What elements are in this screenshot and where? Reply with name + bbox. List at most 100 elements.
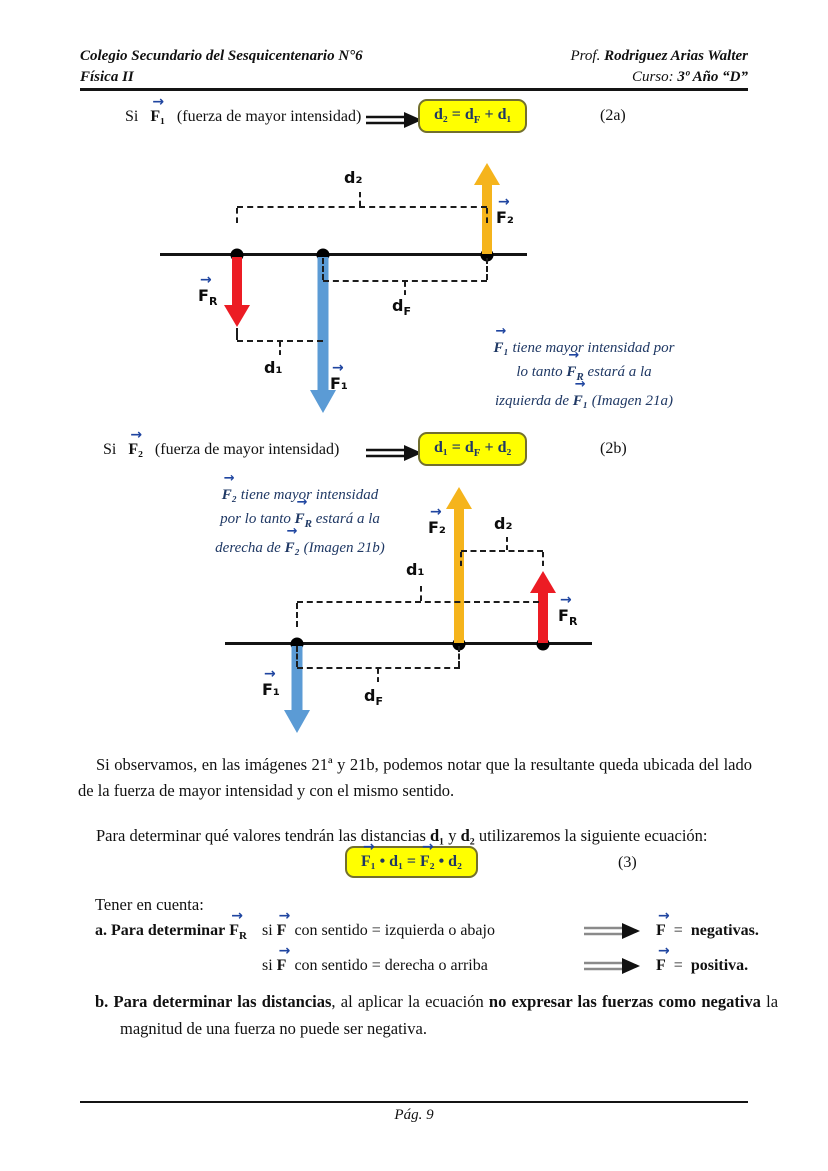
- eq2b-desc: (fuerza de mayor intensidad): [154, 441, 340, 458]
- diagram1-d2-center-tick: [359, 192, 361, 206]
- eq2b-formula-sub: F: [473, 447, 481, 460]
- note1-line2: lo tanto FR estará a la: [448, 349, 720, 389]
- diagram1-fr-label: FR: [198, 273, 217, 308]
- diagram2-d2-center-tick: [506, 537, 508, 550]
- eq2a-formula-part2: + d₁: [480, 106, 512, 123]
- f1-force-arrow-shaft: [291, 646, 303, 711]
- f1-force-arrow-head: [310, 390, 336, 413]
- f2-force-arrow-head: [474, 163, 500, 185]
- diagram2-d2-span-line: [461, 550, 543, 552]
- diagram1-df-span-line: [323, 280, 487, 282]
- eq2a-formula-box: d₂ = dF + d₁: [418, 99, 528, 134]
- diagram2-d2-left-tick: [460, 552, 462, 566]
- diagram2-f1-label: F₁: [262, 667, 280, 699]
- item-a-marker: a.: [95, 922, 107, 939]
- diagram1-d2-label: d₂: [344, 168, 363, 187]
- eq2a-formula-part1: d₂ = d: [434, 106, 474, 123]
- eq2b-vector-f2: F₂: [128, 428, 143, 459]
- d2-symbol: d₂: [460, 826, 475, 845]
- item-a-line2: si F con sentido = derecha o arribaF = p…: [95, 944, 748, 989]
- diagram1-d1-center-tick: [279, 342, 281, 355]
- eq3-vector-f1: F₁: [361, 840, 376, 871]
- diagram1-df-label: dF: [392, 296, 411, 319]
- item-a-condition1: con sentido = izquierda o abajo: [294, 922, 495, 939]
- eq2a-tag: (2a): [600, 107, 626, 124]
- fr-force-arrow-shaft: [538, 592, 548, 643]
- diagram1-d2-left-tick: [236, 208, 238, 223]
- diagram1-df-left-tick: [322, 258, 324, 280]
- diagram2-df-left-tick: [296, 646, 298, 667]
- eq2a-formula-sub: F: [473, 114, 481, 127]
- course-value: 3º Año “D”: [677, 69, 748, 85]
- diagram2-d1-left-tick: [296, 603, 298, 627]
- eq2a-si: Si: [125, 108, 139, 125]
- fr-force-arrow-shaft: [232, 257, 242, 306]
- eq2b-formula-part2: + d₂: [480, 439, 512, 456]
- diagram1-d1-span-line: [237, 340, 323, 342]
- item-a-condition2: con sentido = derecha o arriba: [294, 957, 488, 974]
- diagram1-d1-label: d₁: [264, 358, 283, 377]
- footer-rule: [80, 1101, 748, 1103]
- note1-line1: F₁ tiene mayor intensidad por: [448, 325, 720, 360]
- eq2a-desc: (fuerza de mayor intensidad): [176, 108, 362, 125]
- f1-force-arrow-shaft: [317, 257, 329, 391]
- diagram1-f2-label: F₂: [496, 195, 514, 227]
- diagram2-df-label: dF: [364, 686, 383, 709]
- diagram2-f2-label: F₂: [428, 505, 446, 537]
- note2-line3: derecha de F₂ (Imagen 21b): [150, 525, 450, 560]
- professor-line: Prof. Rodriguez Arias Walter: [570, 46, 748, 67]
- paragraph-distances: Para determinar qué valores tendrán las …: [96, 826, 708, 845]
- diagram2-d1-label: d₁: [406, 560, 425, 579]
- item-b-marker: b.: [95, 992, 109, 1011]
- diagram2-df-right-tick: [458, 646, 460, 667]
- eq2b-si: Si: [103, 441, 117, 458]
- implies-arrow-icon: [584, 958, 640, 975]
- item-b-bold1: Para determinar las distancias: [113, 992, 332, 1011]
- header-rule: [80, 88, 748, 91]
- diagram1-f1-label: F₁: [330, 361, 348, 393]
- diagram2-fr-label: FR: [558, 593, 577, 628]
- f1-force-arrow-head: [284, 710, 310, 733]
- fr-force-arrow-head: [530, 571, 556, 593]
- eq3-vector-f2: F₂: [420, 840, 435, 871]
- eq2b-formula-part1: d₁ = d: [434, 439, 474, 456]
- diagram1-d1-left-tick: [236, 328, 238, 340]
- diagram2-note: F₂ tiene mayor intensidad por lo tanto F…: [150, 472, 450, 560]
- header-left: Colegio Secundario del Sesquicentenario …: [80, 46, 363, 88]
- prof-name: Rodriguez Arias Walter: [604, 48, 748, 64]
- course-line: Curso: 3º Año “D”: [570, 67, 748, 88]
- diagram1-df-right-tick: [486, 258, 488, 280]
- diagram2-df-center-tick: [377, 669, 379, 682]
- diagram1-d2-right-tick: [486, 208, 488, 223]
- diagram2-axis: [225, 642, 592, 645]
- item-a-result1: negativas.: [690, 922, 759, 939]
- note1-line3: izquierda de F₁ (Imagen 21a): [448, 378, 720, 413]
- eq2b-tag: (2b): [600, 440, 627, 457]
- f2-force-arrow-shaft: [454, 508, 464, 643]
- course-prefix: Curso:: [631, 69, 674, 85]
- eq3-formula-box: F₁ • d₁ = F₂ • d₂: [345, 840, 478, 878]
- f2-force-arrow-head: [446, 487, 472, 509]
- diagram2-df-span-line: [297, 667, 460, 669]
- implies-arrow-icon: [366, 112, 422, 128]
- note2-line1: F₂ tiene mayor intensidad: [150, 472, 450, 507]
- eq3-tag: (3): [618, 854, 637, 871]
- eq2a-row: SiF₁(fuerza de mayor intensidad): [125, 95, 362, 126]
- item-b-bold2: no expresar las fuerzas como negativa: [488, 992, 761, 1011]
- diagram1-d2-span-line: [237, 206, 487, 208]
- diagram1-df-center-tick: [404, 282, 406, 295]
- paragraph-observation: Si observamos, en las imágenes 21ª y 21b…: [78, 755, 752, 800]
- diagram2-d1-center-tick: [420, 586, 422, 601]
- note2-line2: por lo tanto FR estará a la: [150, 496, 450, 536]
- implies-arrow-icon: [584, 923, 640, 940]
- diagram2-d1-span-line: [297, 601, 539, 603]
- subject-name: Física II: [80, 69, 134, 85]
- diagram2-d2-label: d₂: [494, 514, 513, 533]
- prof-prefix: Prof.: [570, 48, 601, 64]
- diagram1-note: F₁ tiene mayor intensidad por lo tanto F…: [448, 325, 720, 413]
- item-b: b. Para determinar las distancias, al ap…: [95, 992, 779, 1038]
- page-number: Pág. 9: [394, 1107, 434, 1123]
- diagram1-axis: [160, 253, 527, 256]
